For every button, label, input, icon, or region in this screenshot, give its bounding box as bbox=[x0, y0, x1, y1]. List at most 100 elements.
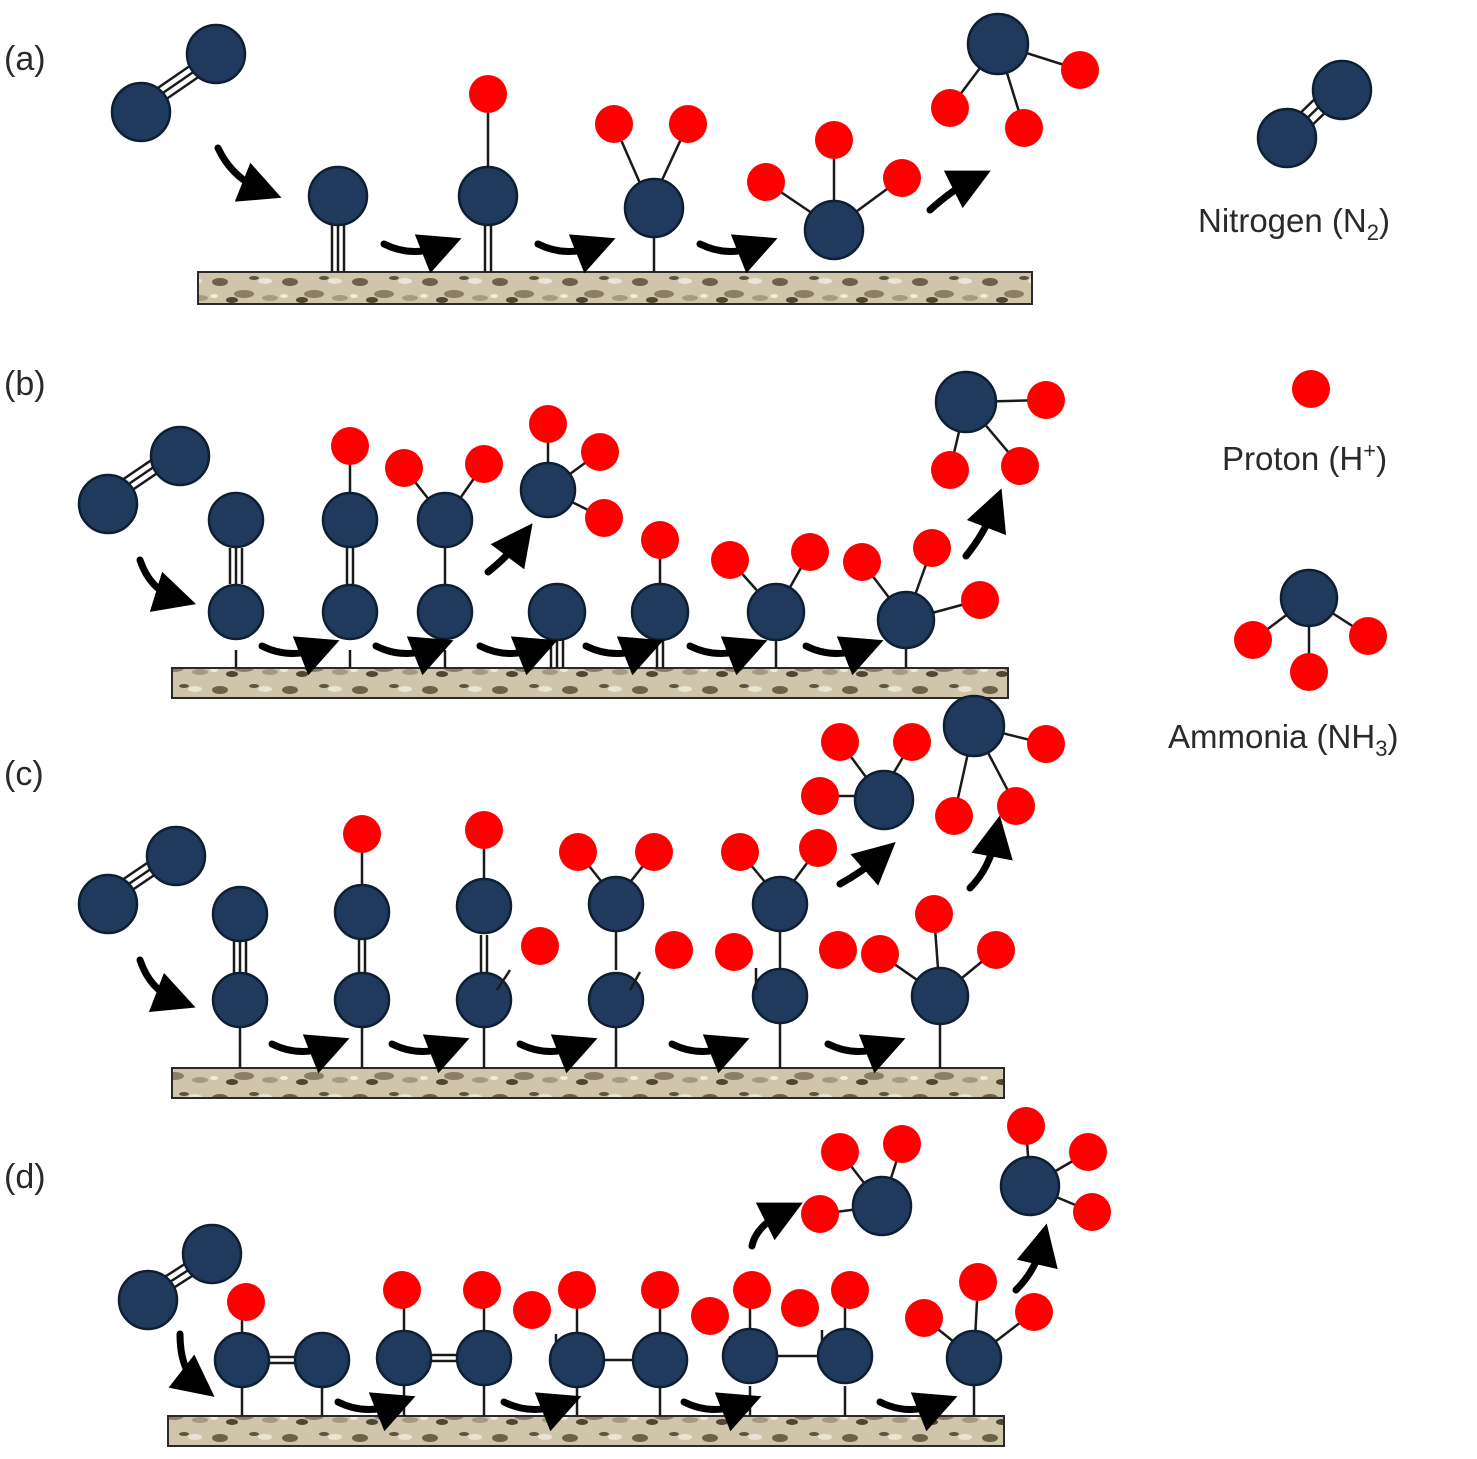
proton-atom bbox=[1001, 447, 1039, 485]
proton-atom bbox=[559, 833, 597, 871]
proton-atom bbox=[465, 445, 503, 483]
proton-atom bbox=[463, 1271, 501, 1309]
proton-atom bbox=[883, 1125, 921, 1163]
reaction-arrow bbox=[268, 1034, 350, 1074]
proton-atom bbox=[931, 451, 969, 489]
panel-label-a: (a) bbox=[4, 40, 46, 78]
proton-atom bbox=[821, 1133, 859, 1171]
proton-atom bbox=[635, 833, 673, 871]
nitrogen-atom bbox=[77, 873, 139, 935]
proton-atom bbox=[383, 1271, 421, 1309]
reaction-arrow bbox=[214, 144, 282, 202]
nitrogen-atom bbox=[293, 1331, 351, 1389]
nitrogen-atom bbox=[527, 582, 587, 642]
reaction-arrow bbox=[500, 1392, 582, 1432]
proton-atom bbox=[799, 829, 837, 867]
nitrogen-atom bbox=[519, 461, 577, 519]
nitrogen-atom bbox=[623, 177, 685, 239]
nitrogen-atom bbox=[455, 971, 513, 1029]
proton-atom bbox=[1007, 1107, 1045, 1145]
nitrogen-atom bbox=[375, 1329, 433, 1387]
proton-atom bbox=[801, 777, 839, 815]
legend-ammonia-h-2 bbox=[1349, 617, 1387, 655]
proton-atom bbox=[711, 541, 749, 579]
reaction-arrow bbox=[962, 488, 1007, 560]
reaction-arrow bbox=[380, 234, 462, 274]
proton-atom bbox=[1061, 51, 1099, 89]
proton-atom bbox=[721, 833, 759, 871]
catalyst-surface-b bbox=[171, 667, 1009, 699]
proton-atom bbox=[913, 529, 951, 567]
reaction-arrow bbox=[582, 636, 664, 676]
nitrogen-atom bbox=[853, 769, 915, 831]
proton-atom bbox=[1027, 381, 1065, 419]
nitrogen-atom bbox=[751, 875, 809, 933]
proton-atom bbox=[655, 931, 693, 969]
proton-atom bbox=[747, 163, 785, 201]
legend-label-nitrogen: Nitrogen (N2) bbox=[1198, 202, 1390, 245]
reaction-arrow bbox=[168, 1330, 215, 1397]
legend-label-ammonia: Ammonia (NH3) bbox=[1168, 718, 1398, 761]
reaction-arrow bbox=[876, 1392, 958, 1432]
reaction-arrow bbox=[802, 636, 884, 676]
nitrogen-atom bbox=[333, 971, 391, 1029]
proton-atom bbox=[558, 1271, 596, 1309]
proton-atom bbox=[343, 815, 381, 853]
proton-atom bbox=[585, 499, 623, 537]
nitrogen-atom bbox=[207, 491, 265, 549]
nitrogen-atom bbox=[117, 1269, 179, 1331]
nitrogen-atom bbox=[213, 1331, 271, 1389]
nitrogen-atom bbox=[942, 694, 1006, 758]
catalyst-surface-c bbox=[171, 1067, 1005, 1099]
proton-atom bbox=[465, 811, 503, 849]
nitrogen-atom bbox=[910, 966, 970, 1026]
reaction-arrow bbox=[836, 842, 896, 888]
proton-atom bbox=[831, 1271, 869, 1309]
proton-atom bbox=[529, 405, 567, 443]
reaction-arrow bbox=[926, 170, 991, 214]
legend: Nitrogen (N2) Proton (H+) Ammonia (NH3) bbox=[1168, 59, 1398, 761]
nitrogen-atom bbox=[803, 199, 865, 261]
proton-atom bbox=[1015, 1293, 1053, 1331]
nitrogen-atom bbox=[207, 583, 265, 641]
nitrogen-atom bbox=[321, 491, 379, 549]
nitrogen-atom bbox=[816, 1327, 874, 1385]
nitrogen-atom bbox=[851, 1175, 913, 1237]
nitrogen-atom bbox=[457, 165, 519, 227]
proton-atom bbox=[521, 927, 559, 965]
reaction-arrow bbox=[1012, 1223, 1058, 1294]
nitrogen-atom bbox=[145, 825, 207, 887]
reaction-arrow bbox=[966, 815, 1013, 892]
nitrogen-atom bbox=[630, 582, 690, 642]
proton-atom bbox=[331, 427, 369, 465]
proton-atom bbox=[595, 105, 633, 143]
reaction-arrow bbox=[476, 636, 558, 676]
reaction-arrow bbox=[136, 556, 197, 612]
catalyst-surface-a bbox=[197, 271, 1033, 305]
legend-nitrogen-atom-1 bbox=[1256, 107, 1318, 169]
proton-atom bbox=[905, 1299, 943, 1337]
proton-atom bbox=[931, 89, 969, 127]
proton-atom bbox=[815, 121, 853, 159]
proton-atom bbox=[1027, 725, 1065, 763]
reaction-arrow bbox=[686, 636, 768, 676]
bond-line bbox=[628, 971, 642, 991]
reaction-arrow bbox=[372, 636, 454, 676]
nitrogen-atom bbox=[185, 23, 247, 85]
nitrogen-atom bbox=[945, 1329, 1003, 1387]
nitrogen-atom bbox=[455, 877, 513, 935]
nitrogen-atom bbox=[77, 473, 139, 535]
proton-atom bbox=[861, 935, 899, 973]
nitrogen-atom bbox=[999, 1155, 1061, 1217]
nitrogen-atom bbox=[110, 81, 172, 143]
legend-ammonia-n bbox=[1279, 568, 1339, 628]
nitrogen-atom bbox=[721, 1327, 779, 1385]
nitrogen-atom bbox=[307, 165, 369, 227]
reaction-arrow bbox=[534, 234, 616, 274]
nitrogen-atom bbox=[751, 967, 809, 1025]
proton-atom bbox=[669, 105, 707, 143]
reaction-arrow bbox=[824, 1034, 906, 1074]
nitrogen-atom bbox=[746, 582, 806, 642]
nitrogen-atom bbox=[587, 971, 645, 1029]
